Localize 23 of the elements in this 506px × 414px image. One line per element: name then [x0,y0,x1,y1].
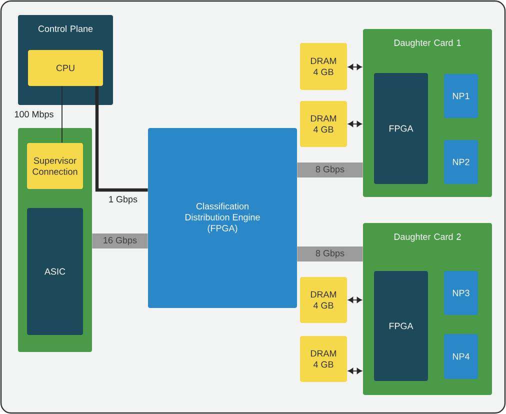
edge-label: 100 Mbps [13,110,55,120]
double-arrow [348,64,362,70]
engine-box: Classification Distribution Engine (FPGA) [148,128,297,308]
bandwidth-band [297,162,363,178]
double-arrow [348,121,362,127]
connection-line [95,86,148,192]
memory-box: DRAM 4 GB [300,277,347,323]
chip-box: Supervisor Connection [27,142,83,189]
bandwidth-band [297,246,363,262]
chip-box: CPU [28,50,103,86]
chip-box: NP2 [444,140,478,184]
double-arrow [348,297,362,303]
chip-box: ASIC [27,208,83,335]
chip-box: FPGA [374,73,428,184]
chip-box: NP1 [444,74,478,118]
chip-box: NP3 [444,270,478,315]
memory-box: DRAM 4 GB [300,43,347,90]
bandwidth-band [92,233,148,248]
memory-box: DRAM 4 GB [300,101,347,147]
double-arrow [348,368,362,374]
memory-box: DRAM 4 GB [300,336,347,382]
chip-box: FPGA [374,270,428,381]
chip-box: NP4 [444,334,478,379]
